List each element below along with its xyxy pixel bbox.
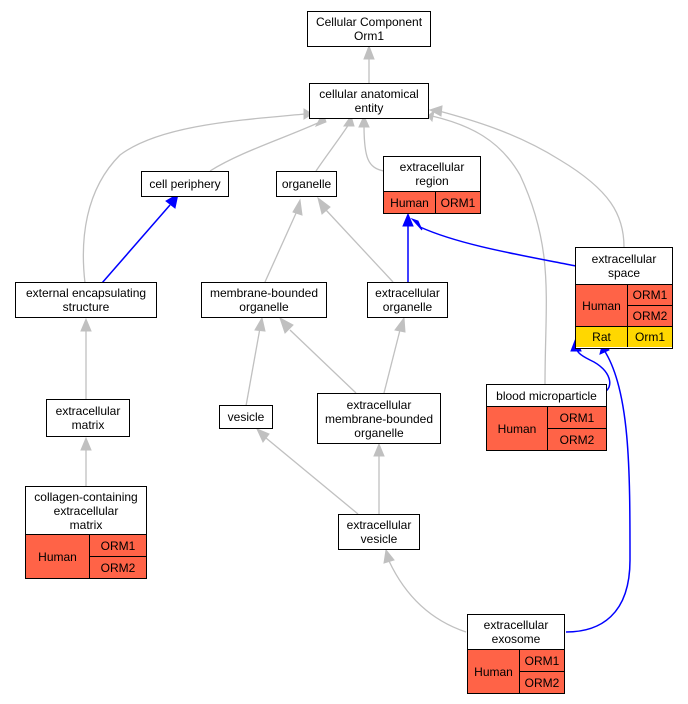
arrowhead-ev (383, 548, 395, 564)
edge-org-to-cae (315, 123, 350, 172)
gene-label: ORM2 (520, 671, 564, 693)
edge-embo-to-mbo (289, 329, 357, 394)
species-label: Human (26, 535, 90, 578)
species-label: Human (576, 285, 628, 326)
edge-exo-part-of-es (565, 349, 631, 633)
edge-es-part-of-er (419, 226, 577, 267)
node-label: extracellular region (399, 160, 465, 188)
node-label: extracellular exosome (483, 618, 549, 646)
edge-bm-to-cae (431, 115, 547, 385)
gene-label: ORM1 (436, 192, 480, 213)
arrowhead-org-1 (292, 198, 303, 216)
arrowhead-cae-3 (358, 114, 370, 128)
node-label: extracellular vesicle (346, 518, 412, 546)
node-cp[interactable]: cell periphery (141, 171, 229, 197)
node-eo[interactable]: extracellular organelle (367, 282, 448, 318)
node-root[interactable]: Cellular Component Orm1 (307, 11, 431, 47)
gene-label: ORM1 (90, 535, 146, 556)
gene-label: ORM1 (520, 650, 564, 671)
arrowhead-mbo-1 (254, 316, 266, 332)
node-ccem[interactable]: collagen-containing extracellular matrix… (25, 486, 147, 579)
edge-ev-to-ves (265, 437, 359, 515)
arrowhead-mbo-2 (279, 316, 294, 334)
edge-ves-to-mbo (245, 327, 261, 407)
node-ees[interactable]: external encapsulating structure (15, 282, 157, 318)
node-label: blood microparticle (496, 388, 597, 403)
node-label: Cellular Component Orm1 (315, 15, 423, 43)
arrowhead-org-2 (317, 196, 331, 215)
node-org[interactable]: organelle (276, 171, 337, 197)
edge-cp-to-cae (209, 121, 321, 172)
arrowhead-embo (373, 442, 385, 457)
node-label: cellular anatomical entity (319, 87, 419, 115)
arrowhead-ees (80, 317, 92, 332)
node-label: extracellular space (591, 252, 657, 280)
node-cae[interactable]: cellular anatomical entity (309, 83, 429, 119)
arrowhead-cae-5 (427, 109, 435, 123)
gene-label: ORM2 (548, 428, 606, 450)
arrowhead-em (80, 436, 92, 451)
node-mbo[interactable]: membrane-bounded organelle (201, 282, 327, 318)
edge-exo-to-ev (388, 560, 467, 633)
edge-ees-to-cae (82, 113, 306, 284)
arrowhead-root (363, 44, 375, 60)
species-label: Human (468, 650, 520, 693)
arrowhead-eo (394, 316, 406, 333)
node-label: collagen-containing extracellular matrix (34, 489, 138, 532)
node-em[interactable]: extracellular matrix (46, 399, 130, 437)
edge-er-to-cae (363, 124, 385, 172)
gene-label: ORM1 (628, 285, 672, 305)
edge-eo-to-org (325, 209, 394, 283)
node-label: cell periphery (149, 177, 221, 191)
node-label: extracellular organelle (375, 286, 440, 314)
gene-label: ORM1 (548, 407, 606, 428)
node-label: vesicle (227, 410, 265, 424)
node-ev[interactable]: extracellular vesicle (338, 514, 420, 550)
arrowhead-ves (256, 428, 270, 443)
arrowhead-er-2 (410, 217, 423, 231)
edge-mbo-to-org (264, 210, 298, 283)
node-label: extracellular membrane-bounded organelle (324, 397, 434, 440)
arrowhead-er-1 (402, 212, 414, 227)
species-label: Human (384, 192, 436, 213)
edge-es-to-cae (438, 110, 625, 248)
node-label: extracellular matrix (55, 404, 121, 432)
species-label: Human (487, 407, 548, 450)
gene-label: ORM2 (90, 556, 146, 578)
node-label: membrane-bounded organelle (209, 286, 319, 314)
node-label: organelle (281, 177, 332, 191)
edge-embo-to-eo (383, 329, 401, 394)
node-ves[interactable]: vesicle (219, 405, 273, 429)
arrowhead-cae-6 (303, 108, 313, 120)
node-embo[interactable]: extracellular membrane-bounded organelle (317, 393, 441, 444)
arrowhead-cae-4 (428, 105, 443, 117)
node-label: external encapsulating structure (25, 286, 147, 314)
arrowhead-cp (165, 192, 179, 209)
gene-label: Orm1 (628, 327, 672, 347)
edge-ees-part-of-cp (101, 204, 171, 284)
species-label: Rat (576, 327, 628, 347)
gene-label: ORM2 (628, 305, 672, 326)
